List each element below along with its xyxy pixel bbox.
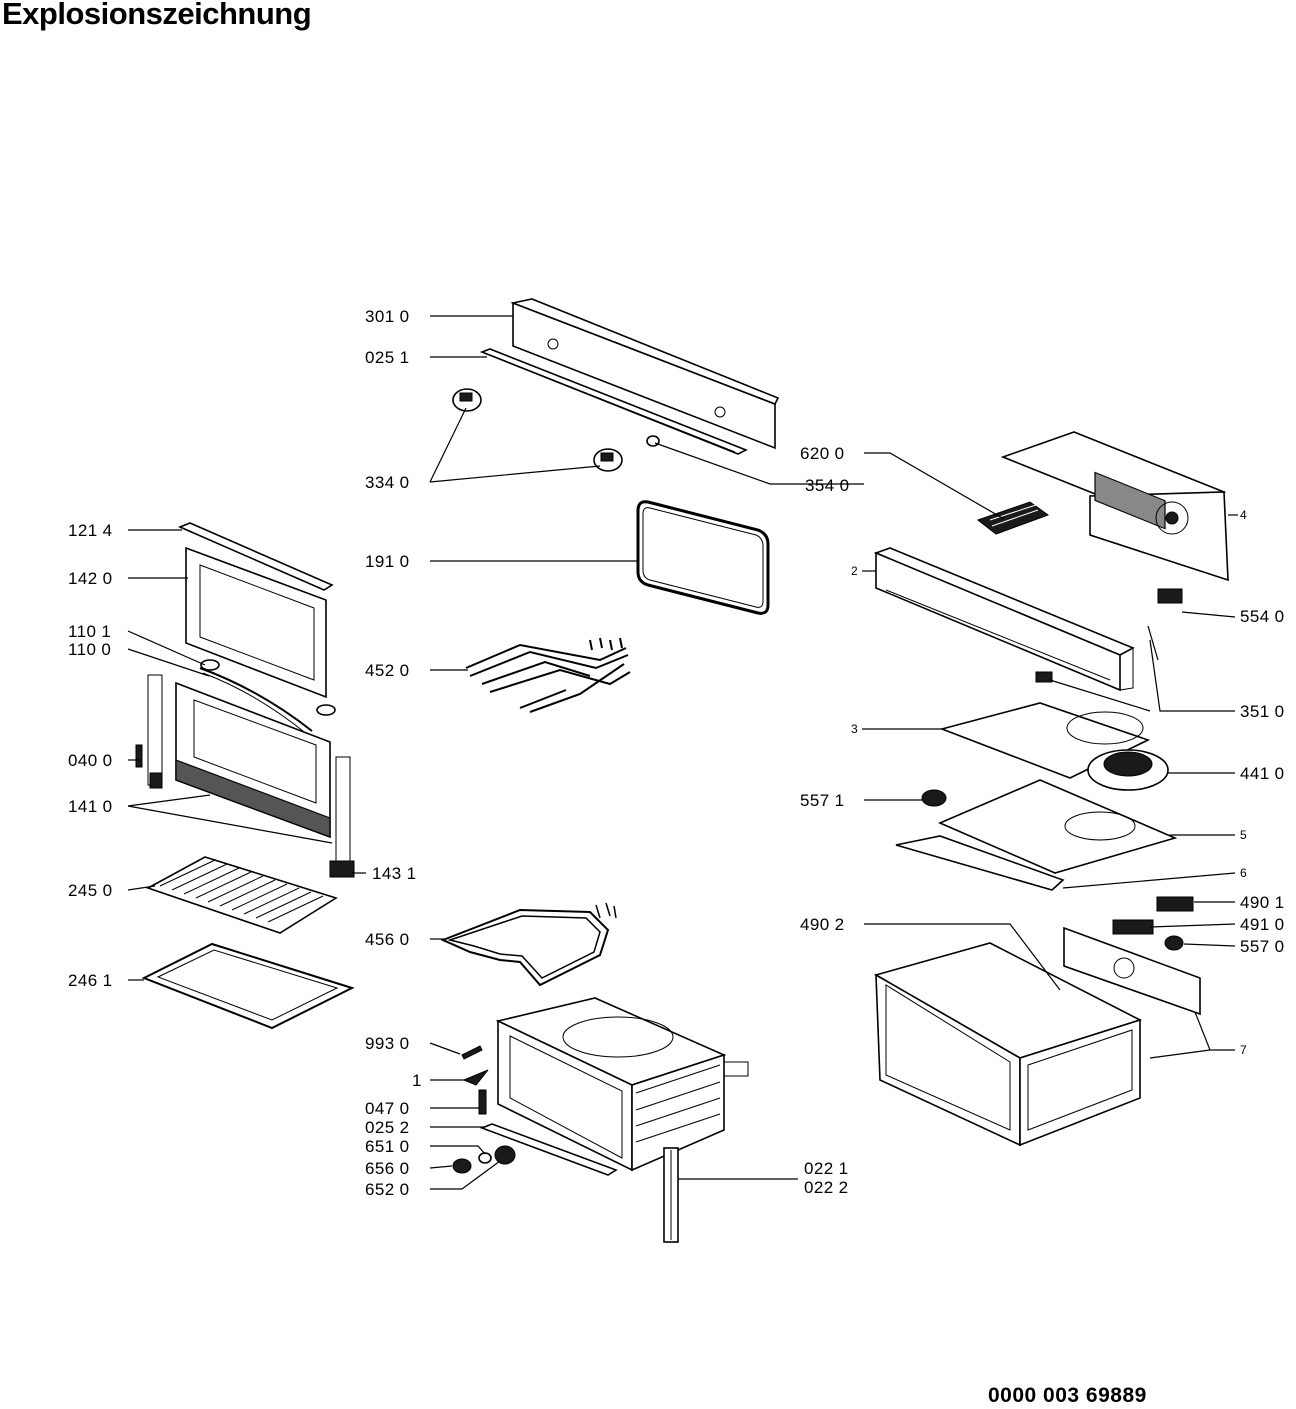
label-245-0: 245 0 [68, 881, 113, 900]
outer-door [135, 674, 355, 878]
top-frame [873, 547, 1135, 692]
convection-fan [1087, 749, 1169, 791]
label-4: 4 [1240, 508, 1247, 522]
leader-lines [127, 315, 1238, 1190]
outer-housing [873, 942, 1143, 1147]
label-334-0: 334 0 [365, 473, 410, 492]
label-5: 5 [1240, 828, 1247, 842]
baking-tray [141, 942, 355, 1030]
grill-heating-element [465, 637, 631, 713]
label-110-1: 110 1 [68, 622, 111, 641]
terminal-block [976, 501, 1050, 535]
oven-cavity [495, 997, 749, 1172]
label-651-0: 651 0 [365, 1137, 410, 1156]
label-022-2: 022 2 [804, 1178, 849, 1197]
inner-door-glass [185, 546, 327, 699]
label-490-2: 490 2 [800, 915, 845, 934]
label-6: 6 [1240, 866, 1247, 880]
label-142-0: 142 0 [68, 569, 113, 588]
label-121-4: 121 4 [68, 521, 113, 540]
label-3: 3 [851, 722, 858, 736]
label-110-0: 110 0 [68, 640, 111, 659]
door-handle [199, 659, 336, 736]
label-656-0: 656 0 [365, 1159, 410, 1178]
label-652-0: 652 0 [365, 1180, 410, 1199]
label-022-1: 022 1 [804, 1159, 849, 1178]
panel-rail [479, 348, 748, 455]
temperature-sensor [921, 789, 947, 807]
label-025-2: 025 2 [365, 1118, 410, 1137]
label-141-0: 141 0 [68, 797, 113, 816]
label-143-1: 143 1 [372, 864, 417, 883]
label-025-1: 025 1 [365, 348, 410, 367]
label-490-1: 490 1 [1240, 893, 1285, 912]
label-620-0: 620 0 [800, 444, 845, 463]
label-557-0: 557 0 [1240, 937, 1285, 956]
thermostat [1035, 588, 1183, 683]
side-rail [663, 1147, 679, 1243]
label-354-0: 354 0 [805, 476, 850, 495]
control-knobs [452, 388, 660, 472]
document-number: 0000 003 69889 [988, 1384, 1147, 1407]
page-title: Explosionszeichnung [2, 0, 312, 31]
label-301-0: 301 0 [365, 307, 410, 326]
bottom-heating-element [440, 902, 617, 987]
label-246-1: 246 1 [68, 971, 113, 990]
label-441-0: 441 0 [1240, 764, 1285, 783]
door-top-trim [177, 522, 334, 591]
label-452-0: 452 0 [365, 661, 410, 680]
bottom-plate [895, 779, 1178, 891]
label-351-0: 351 0 [1240, 702, 1285, 721]
label-191-0: 191 0 [365, 552, 410, 571]
rear-cover [1000, 431, 1229, 582]
label-2: 2 [851, 564, 858, 578]
control-panel-fascia [510, 298, 780, 450]
label-456-0: 456 0 [365, 930, 410, 949]
label-993-0: 993 0 [365, 1034, 410, 1053]
label-1: 1 [412, 1071, 422, 1090]
oven-rack [146, 856, 338, 934]
label-491-0: 491 0 [1240, 915, 1285, 934]
label-554-0: 554 0 [1240, 607, 1285, 626]
small-parts [452, 1045, 618, 1176]
label-040-0: 040 0 [68, 751, 113, 770]
label-557-1: 557 1 [800, 791, 845, 810]
label-047-0: 047 0 [365, 1099, 410, 1118]
label-7: 7 [1240, 1043, 1247, 1057]
door-seal [636, 500, 770, 615]
